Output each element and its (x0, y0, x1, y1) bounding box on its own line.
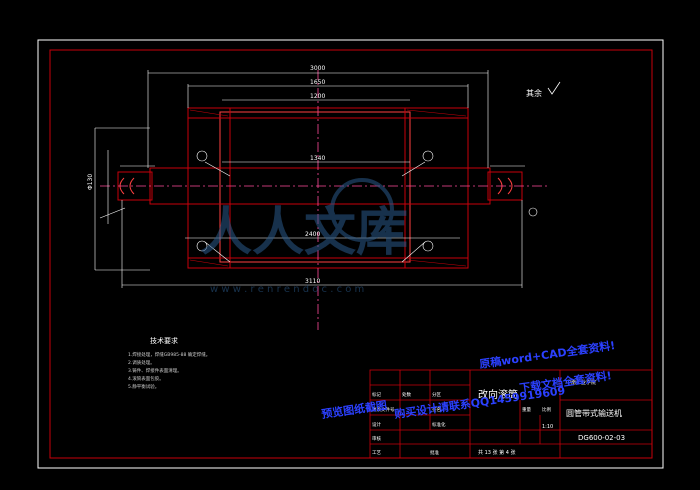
watermark: 人人文库 w w w . r e n r e n d o c . c o m (200, 178, 408, 295)
dim-span: 1200 (310, 93, 325, 100)
tb-label: 工艺 (372, 450, 381, 456)
machine-name: 圆管带式输送机 (566, 408, 622, 418)
watermark-brand: 人人文库 (200, 203, 408, 263)
dim-left-dia: Φ130 (87, 174, 94, 190)
title-block (369, 369, 653, 459)
tech-requirements: 技术要求 1.焊接处理，焊缝GB985-88 确定焊缝。 2.调质处理。 3.铸… (128, 336, 210, 390)
dim-overall: 3000 (310, 65, 325, 72)
tech-line-1: 1.焊接处理，焊缝GB985-88 确定焊缝。 (128, 351, 210, 358)
promo-text-3: 预览图纸截图 (320, 398, 387, 421)
part-name: 改向滚筒 (478, 388, 518, 401)
wall-hatch (189, 109, 467, 267)
inner-border (49, 49, 653, 459)
scale-value: 1:10 (542, 424, 553, 430)
dim-drum: 1650 (310, 79, 325, 86)
dimension-lines (94, 70, 525, 288)
tb-label: 标准化 (432, 421, 446, 428)
dim-inner: 1340 (310, 155, 325, 162)
drawing-number: DG600-02-03 (578, 434, 625, 442)
watermark-url: w w w . r e n r e n d o c . c o m (210, 284, 364, 295)
sheet-info: 共 13 张 第 4 张 (478, 449, 516, 456)
promo-text-4: 下载文档全套资料! (518, 368, 612, 395)
title-block-text: 改向滚筒 中南矿业学院 圆管带式输送机 DG600-02-03 1:10 共 1… (372, 379, 625, 456)
tb-label: 处数 (402, 391, 411, 398)
tech-line-4: 4.滚筒表面包胶。 (128, 375, 164, 382)
tb-label: 分区 (432, 391, 441, 398)
tb-label: 审核 (372, 435, 381, 442)
tb-label: 签名 (432, 406, 441, 413)
promo-text-2: 原稿word+CAD全套资料! (478, 338, 616, 371)
roughness-check-icon (547, 81, 561, 95)
outer-border (37, 39, 664, 469)
tech-title: 技术要求 (150, 336, 178, 345)
tb-label: 比例 (542, 406, 551, 413)
tb-label: 设计 (372, 421, 381, 428)
tech-line-5: 5.静平衡试验。 (128, 383, 159, 390)
roughness-symbol: 其余 (526, 81, 561, 98)
tb-label: 重量 (522, 406, 531, 413)
tech-line-2: 2.调质处理。 (128, 359, 155, 366)
tech-line-3: 3.铸件、焊接件表面清理。 (128, 367, 182, 374)
school-name: 中南矿业学院 (566, 379, 596, 386)
watermark-logo-icon (330, 178, 394, 242)
tb-label: 标记 (372, 391, 381, 398)
centre-lines (100, 70, 550, 330)
dim-end: 2400 (305, 231, 320, 238)
callout-circles (196, 150, 538, 252)
dimension-texts: 3000 1650 1200 1340 2400 3110 Φ130 (87, 65, 325, 285)
tb-label: 更改文件号 (372, 406, 395, 413)
tb-label: 批准 (430, 449, 439, 456)
roughness-label: 其余 (526, 88, 542, 98)
dim-total: 3110 (305, 278, 320, 285)
